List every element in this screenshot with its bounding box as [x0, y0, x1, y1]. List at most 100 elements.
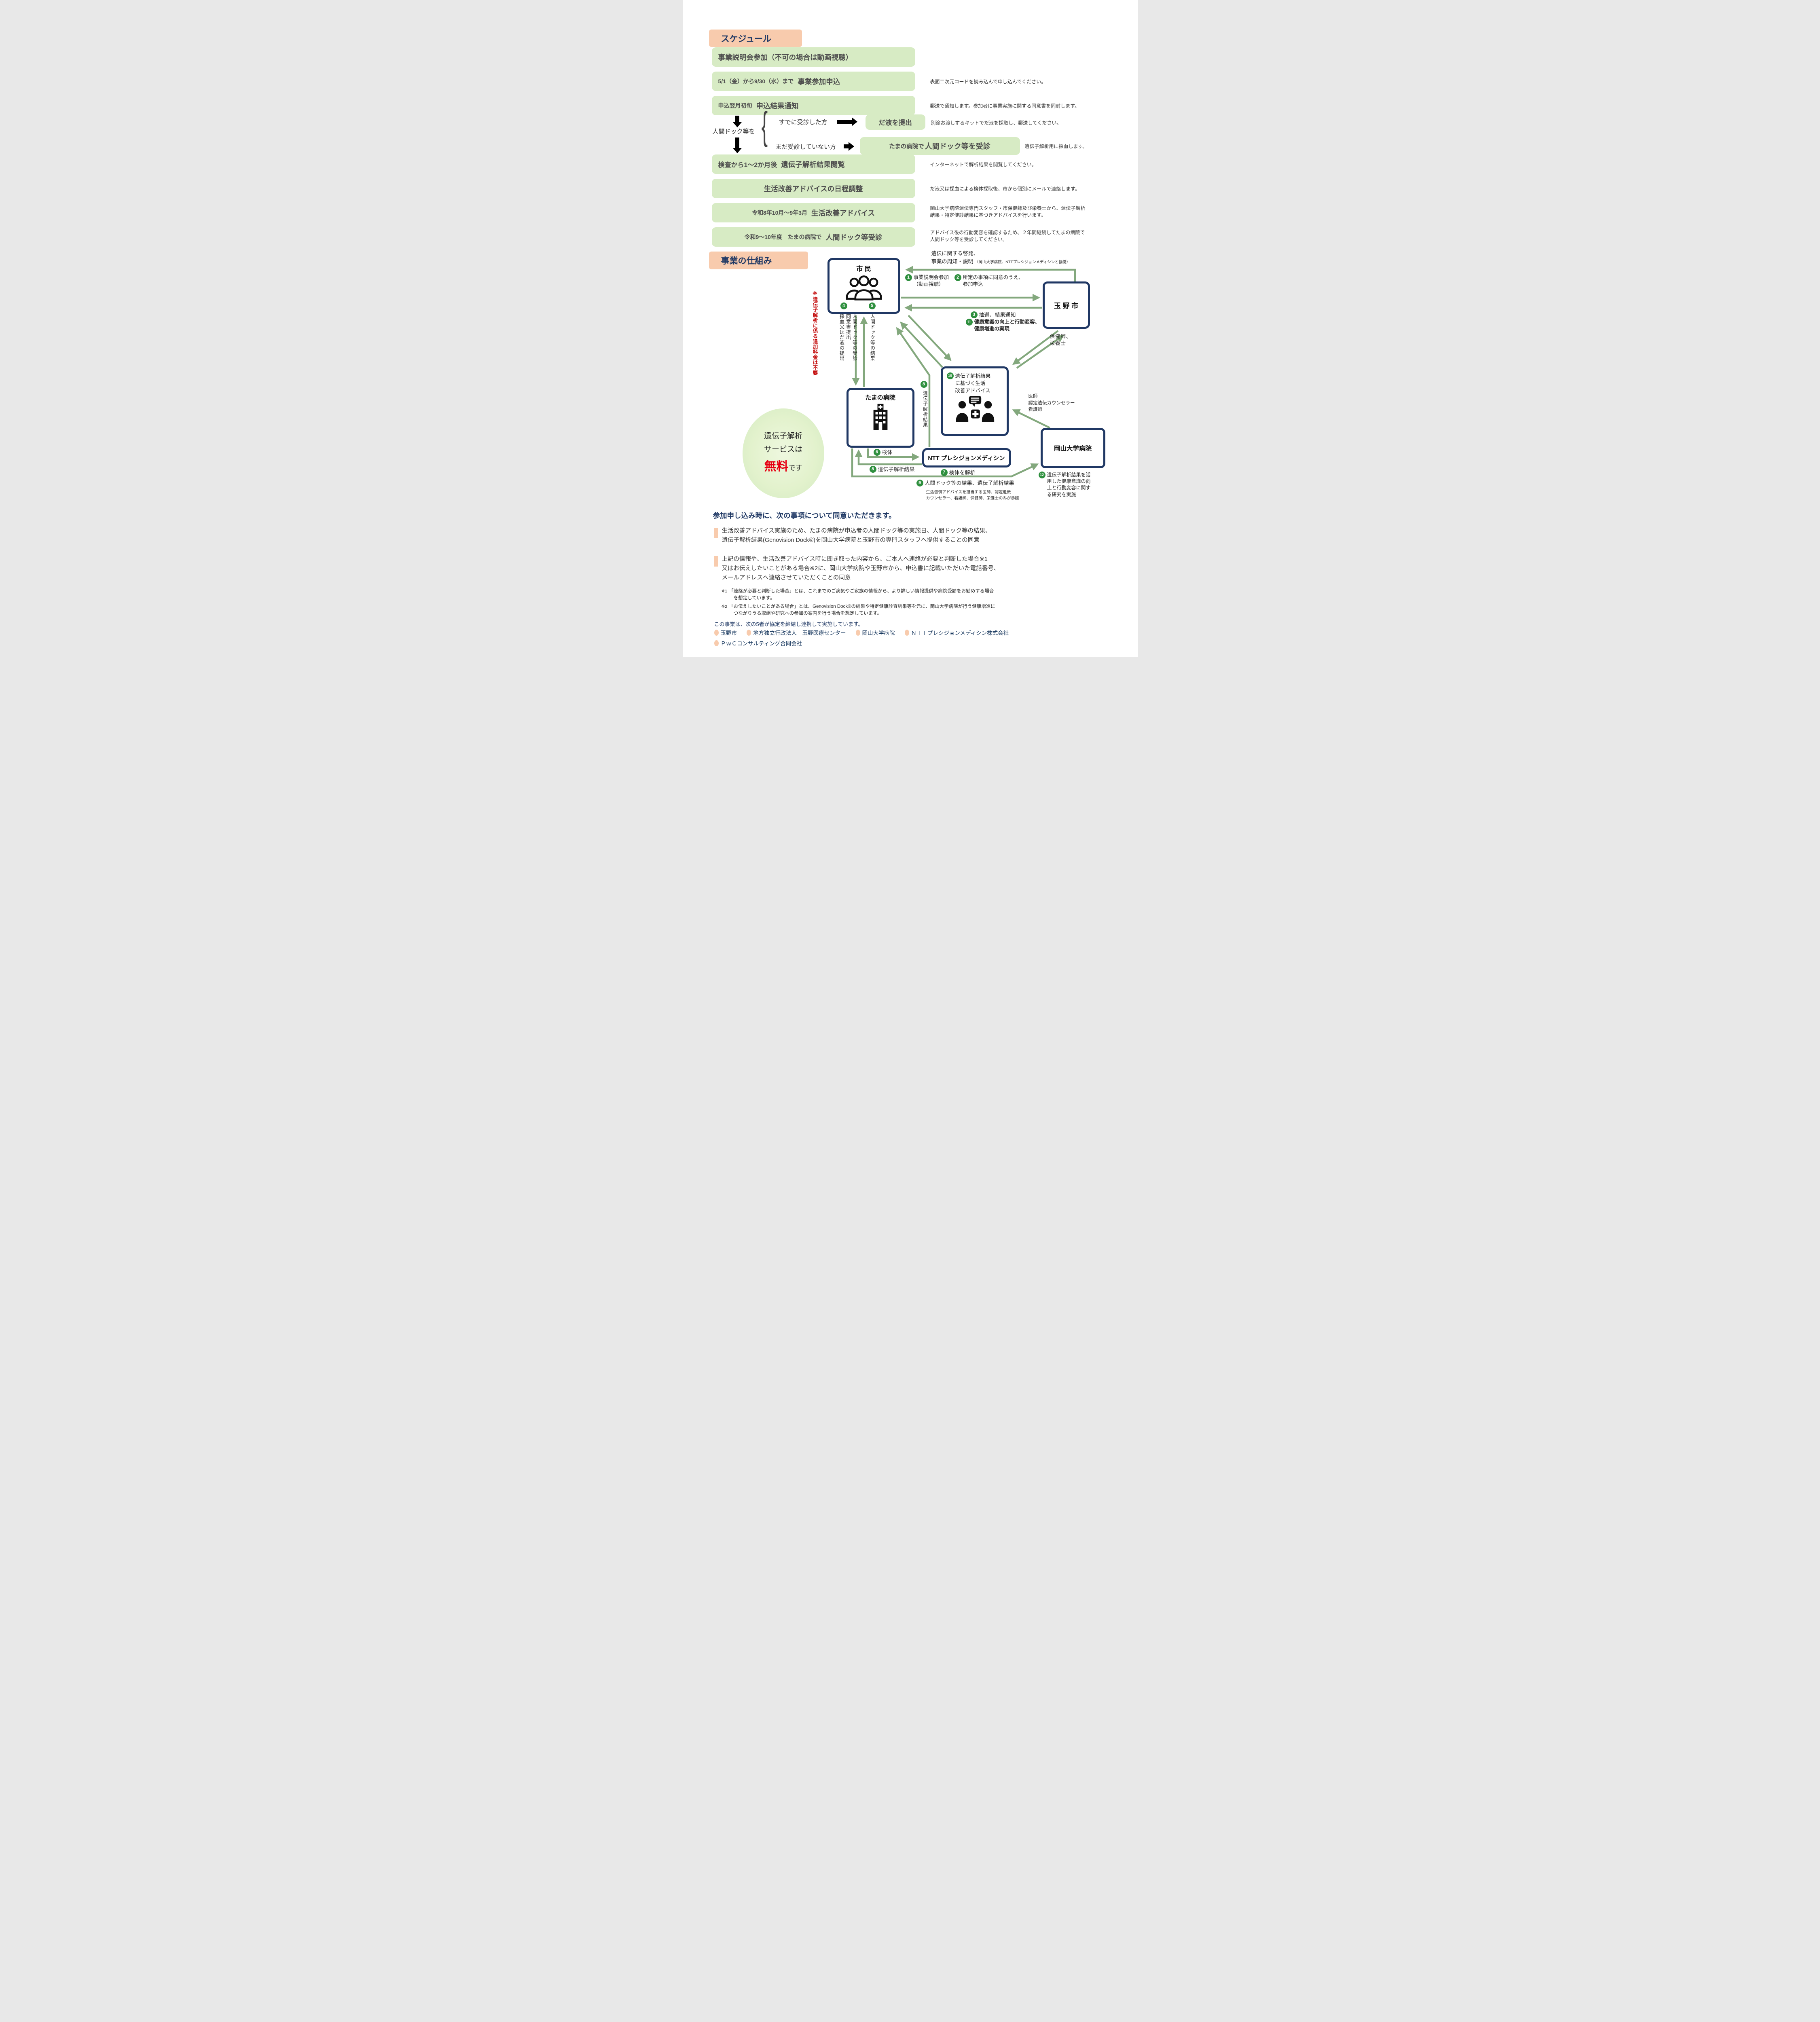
branch-stem-label: 人間ドック等を [712, 128, 755, 135]
consent-bullet-icon [714, 556, 718, 567]
node-tamano-city: 玉 野 市 [1042, 281, 1090, 329]
consent-note2: ※2 「お伝えしたいことがある場合」とは、Genovision Dock®の結果… [721, 604, 995, 616]
free-badge-tail: です [788, 464, 802, 472]
branch-top-note: 別途お渡しするキットでだ液を採取し、郵送してください。 [931, 120, 1062, 126]
free-badge-emphasis: 無料 [764, 459, 789, 473]
mechanism-section-header: 事業の仕組み [709, 252, 808, 269]
step4-label: 人間ドック等の受診 同意書提出 採血又はだ液の提出 [839, 314, 858, 361]
step5-label: 人間ドック等の結果 [870, 314, 876, 361]
partner-dot-icon [714, 629, 719, 636]
advice-label: 遺伝子解析結果 に基づく生活 改善アドバイス [955, 373, 991, 394]
schedule-row-note: アドバイス後の行動変容を確認するため、２年間継続してたまの病院で 人間ドック等を… [930, 230, 1085, 243]
ntt-label: NTT プレシジョンメディシン [928, 455, 1005, 462]
partner-item: ＰｗＣコンサルティング合同会社 [714, 639, 802, 647]
branch-bottom-note: 遺伝子解析用に採血します。 [1024, 144, 1088, 149]
schedule-row-prefix: 申込翌月初旬 [718, 102, 752, 109]
partner-item: 地方独立行政法人 玉野医療センター [747, 628, 846, 637]
branch-arrow-right-icon [837, 120, 852, 124]
awareness-collab-note: （岡山大学病院、NTTプレシジョンメディシンと協働） [975, 260, 1071, 264]
step11-label: 11 健康意識の向上と行動変容、 健康増進の実現 [965, 319, 1040, 332]
schedule-row: 5/1（金）から9/30（水）まで 事業参加申込 [711, 72, 915, 91]
partner-dot-icon [904, 629, 909, 636]
node-tama-hospital: たまの病院 [846, 388, 914, 448]
program-flow-diagram: 市 民 玉 野 市 10 遺伝子解析結果 に基づく生活 改善アドバイス [808, 250, 1138, 515]
flyer-page: スケジュール 事業説明会参加（不可の場合は動画視聴） 5/1（金）から9/30（… [682, 0, 1138, 657]
advice-counseling-icon [956, 396, 994, 422]
branch-bottom-box: たまの病院で 人間ドック等を受診 [859, 137, 1020, 155]
step2-label: 2 所定の事項に同意のうえ、 参加申込 [954, 274, 1024, 288]
schedule-row-prefix: 5/1（金）から9/30（水）まで [718, 78, 794, 85]
node-okayama-university-hospital: 岡山大学病院 [1040, 428, 1105, 468]
step8-vertical-label: 遺伝子解析結果 [922, 391, 928, 427]
step3-label: 3 抽選、結果通知 [970, 311, 1016, 319]
partner-item: 玉野市 [714, 628, 737, 637]
node-citizens: 市 民 [827, 258, 900, 314]
consent-bullet-icon [714, 528, 718, 538]
awareness-label: 遺伝に関する啓発、 事業の周知・説明 （岡山大学病院、NTTプレシジョンメディシ… [931, 250, 1071, 264]
consent-item-text: 生活改善アドバイス実施のため、たまの病院が申込者の人間ドック等の実施日、人間ドッ… [722, 528, 991, 544]
schedule-row-title: 申込結果通知 [756, 102, 799, 110]
schedule-row-note: 岡山大学病院遺伝専門スタッフ・市保健師及び栄養士から、遺伝子解析 結果・特定健診… [930, 205, 1086, 218]
consent-item-text: 上記の情報や、生活改善アドバイス時に聞き取った内容から、ご本人へ連絡が必要と判断… [722, 556, 1000, 582]
consent-heading: 参加申し込み時に、次の事項について同意いただきます。 [713, 512, 896, 520]
okayama-label: 岡山大学病院 [1054, 445, 1092, 452]
schedule-row-note: インターネットで解析結果を閲覧してください。 [930, 162, 1037, 167]
schedule-section-header: スケジュール [709, 30, 802, 47]
partner-item: ＮＴＴプレシジョンメディシン株式会社 [904, 628, 1009, 637]
step6-label: 6 検体 [873, 449, 893, 456]
schedule-row: 事業説明会参加（不可の場合は動画視聴） [711, 47, 915, 67]
schedule-row-note: 表面二次元コードを読み込んで申し込んでください。 [930, 79, 1046, 85]
partner-item: 岡山大学病院 [855, 628, 895, 637]
branch-top-label: すでに受診した方 [779, 119, 827, 126]
step12-label: 12 遺伝子解析結果を活 用した健康意識の向 上と行動変容に関す る研究を実施 [1038, 472, 1091, 498]
consent-item: 生活改善アドバイス実施のため、たまの病院が申込者の人間ドック等の実施日、人間ドッ… [714, 527, 1115, 545]
footer-lead: この事業は、次の5者が協定を締結し連携して実施しています。 [714, 621, 863, 627]
tama-hospital-label: たまの病院 [865, 394, 895, 401]
step5-number: 5 [868, 302, 876, 309]
city-staff-label: 保健師、 栄養士 [1050, 334, 1072, 346]
step7-label: 7 検体を解析 [940, 469, 976, 476]
schedule-row-title: 生活改善アドバイス [811, 209, 875, 217]
schedule-row-title: 遺伝子解析結果閲覧 [781, 160, 845, 169]
schedule-row-title: 人間ドック等受診 [825, 233, 882, 241]
branch-arrow-right-icon [843, 144, 849, 148]
schedule-row-title: 事業説明会参加（不可の場合は動画視聴） [718, 53, 853, 61]
consent-item: 上記の情報や、生活改善アドバイス時に聞き取った内容から、ご本人へ連絡が必要と判断… [714, 555, 1123, 583]
step9-label: 9 人間ドック等の結果、遺伝子解析結果 [916, 480, 1014, 487]
schedule-row: 生活改善アドバイスの日程調整 [711, 179, 915, 198]
partner-dot-icon [855, 629, 860, 636]
tamano-city-label: 玉 野 市 [1054, 302, 1079, 310]
node-advice: 10 遺伝子解析結果 に基づく生活 改善アドバイス [940, 366, 1009, 436]
citizens-label: 市 民 [856, 266, 871, 273]
schedule-header-label: スケジュール [721, 34, 772, 44]
schedule-row: 令和9〜10年度 たまの病院で 人間ドック等受診 [711, 227, 915, 247]
advice-step-number: 10 [946, 372, 954, 379]
schedule-row: 申込翌月初旬 申込結果通知 [711, 96, 915, 115]
flow-arrow-down-icon [735, 116, 739, 122]
schedule-row-note: 郵送で通知します。参加者に事業実施に関する同意書を同封します。 [930, 103, 1080, 109]
schedule-row: 検査から1〜2か月後 遺伝子解析結果閲覧 [711, 154, 915, 174]
step8-number: 8 [920, 381, 927, 388]
partner-dot-icon [714, 640, 719, 646]
schedule-row-prefix: 令和9〜10年度 たまの病院で [744, 234, 822, 240]
citizens-group-icon [845, 275, 882, 300]
schedule-row-title: 事業参加申込 [798, 77, 840, 86]
footer-partners-row1: 玉野市 地方独立行政法人 玉野医療センター 岡山大学病院 ＮＴＴプレシジョンメデ… [714, 628, 1009, 637]
node-ntt-precision-medicine: NTT プレシジョンメディシン [922, 448, 1011, 467]
branch-bottom-box-prefix: たまの病院で [889, 143, 924, 150]
university-staff-label: 医師 認定遺伝カウンセラー 看護師 [1028, 394, 1075, 412]
branch-top-box: だ液を提出 [865, 114, 925, 130]
branch-top-box-label: だ液を提出 [878, 119, 912, 127]
branch-bottom-label: まだ受診していない方 [775, 144, 836, 150]
schedule-row-note: だ液又は採血による検体採取後、市から個別にメールで連絡します。 [930, 186, 1080, 192]
branch-bottom-box-title: 人間ドック等を受診 [925, 142, 990, 150]
step1-label: 1 事業説明会参加 （動画視聴） [905, 274, 949, 288]
mechanism-header-label: 事業の仕組み [721, 256, 772, 266]
footer-partners-row2: ＰｗＣコンサルティング合同会社 [714, 639, 802, 647]
step9-subnote: 生活習慣アドバイスを担当する医師、認定遺伝 カウンセラー、看護師、保健師、栄養士… [926, 490, 1019, 501]
hospital-building-icon [873, 404, 887, 430]
flow-arrow-down-icon [735, 137, 739, 148]
consent-note1: ※1 「連絡が必要と判断した場合」とは、これまでのご病気やご家族の情報から、より… [721, 589, 994, 601]
step4-number: 4 [840, 302, 847, 309]
branch-brace-icon: { [761, 104, 768, 148]
